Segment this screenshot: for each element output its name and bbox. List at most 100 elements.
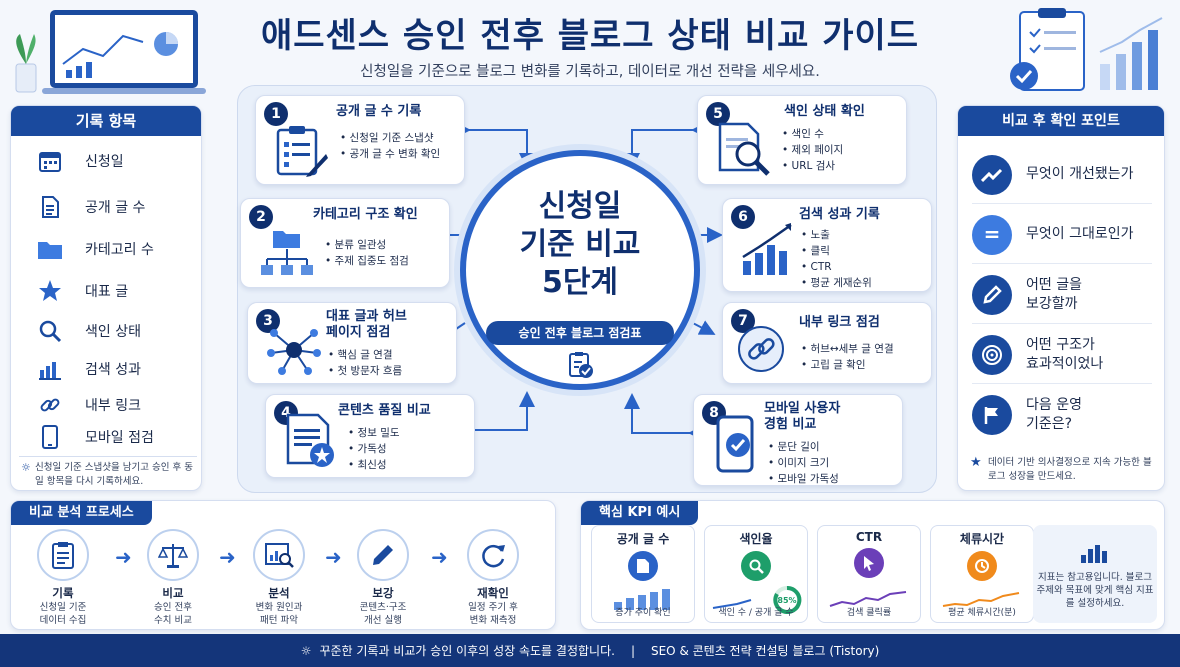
kpi-index-rate-value: 85%	[777, 596, 796, 605]
record-item-label: 공개 글 수	[85, 200, 146, 216]
arrow-right-icon: ➜	[431, 545, 448, 569]
check-point-unchanged: = 무엇이 그대로인가	[972, 206, 1152, 264]
center-hub: 신청일 기준 비교 5단계 승인 전후 블로그 점검표	[460, 150, 700, 390]
record-items-title: 기록 항목	[11, 106, 201, 136]
step-title: 콘텐츠 품질 비교	[338, 403, 431, 418]
step-card-1: 1 공개 글 수 기록 신청일 기준 스냅샷 공개 글 수 변화 확인	[255, 95, 465, 185]
process-title: 비교 분석 프로세스	[11, 501, 152, 525]
check-points-note: ★ 데이터 기반 의사결정으로 지속 가능한 블로그 성장을 만드세요.	[970, 455, 1152, 483]
record-item-internal-link: 내부 링크	[37, 392, 141, 418]
record-note: ☼ 신청일 기준 스냅샷을 남기고 승인 후 동일 항목을 다시 기록하세요.	[19, 456, 197, 489]
step-item: 모바일 가독성	[768, 471, 839, 487]
arrow-right-icon: ➜	[325, 545, 342, 569]
document-star-icon	[284, 411, 338, 475]
step-item: 클릭	[801, 243, 872, 259]
document-search-icon	[716, 120, 774, 182]
document-icon	[628, 551, 658, 581]
step-item: 분류 일관성	[325, 237, 409, 253]
star-icon: ★	[970, 455, 982, 470]
step-number: 7	[731, 309, 755, 333]
step-item: 첫 방문자 흐름	[328, 363, 403, 379]
kpi-card-index-rate: 색인율 85% 색인 수 / 공개 글 수	[704, 525, 808, 623]
footer-bar: ☼ 꾸준한 기록과 비교가 승인 이후의 성장 속도를 결정합니다. | SEO…	[0, 634, 1180, 667]
step-number: 5	[706, 102, 730, 126]
process-panel: 비교 분석 프로세스 기록 신청일 기준 데이터 수집 ➜ 비교 승인 전후 수…	[10, 500, 556, 630]
scale-icon	[147, 529, 199, 581]
step-number: 3	[256, 309, 280, 333]
checklist-illustration	[1000, 8, 1170, 96]
step-items: 색인 수 제외 페이지 URL 검사	[782, 126, 844, 174]
kpi-card-post-count: 공개 글 수 증가 추이 확인	[591, 525, 695, 623]
step-item: 색인 수	[782, 126, 843, 142]
kpi-card-dwell-time: 체류시간 평균 체류시간(분)	[930, 525, 1034, 623]
arrow-right-icon: ➜	[115, 545, 132, 569]
step-items: 분류 일관성 주제 집중도 점검	[325, 237, 409, 269]
step-item: 핵심 글 연결	[328, 347, 402, 363]
step-item: 평균 게재순위	[801, 275, 872, 291]
link-circle-icon	[737, 325, 789, 381]
trend-up-icon	[972, 154, 1012, 195]
footer-separator: |	[630, 643, 635, 658]
step-number: 2	[249, 205, 273, 229]
record-item-post-count: 공개 글 수	[37, 194, 145, 220]
step-title: 색인 상태 확인	[784, 104, 865, 119]
record-item-label: 검색 성과	[85, 362, 141, 378]
step-card-2: 2 카테고리 구조 확인 분류 일관성 주제 집중도 점검	[240, 198, 450, 288]
record-item-search-performance: 검색 성과	[37, 356, 141, 382]
step-item: 노출	[801, 227, 872, 243]
link-icon	[37, 392, 63, 418]
step-items: 허브↔세부 글 연결 고립 글 확인	[801, 341, 894, 373]
step-item: 신청일 기준 스냅샷	[340, 130, 440, 146]
mobile-icon	[37, 424, 63, 450]
hub-network-icon	[266, 325, 322, 379]
step-item: 허브↔세부 글 연결	[801, 341, 894, 357]
step-item: 제외 페이지	[782, 142, 844, 158]
step-card-4: 4 콘텐츠 품질 비교 정보 밀도 가독성 최신성	[265, 394, 475, 478]
step-items: 문단 길이 이미지 크기 모바일 가독성	[768, 439, 839, 487]
step-item: 주제 집중도 점검	[325, 253, 409, 269]
analysis-icon	[253, 529, 305, 581]
process-step-analyze: 분석 변화 원인과 패턴 파악	[237, 529, 321, 627]
lightbulb-icon: ☼	[21, 461, 31, 474]
target-icon	[972, 334, 1012, 375]
footer-message: 꾸준한 기록과 비교가 승인 이후의 성장 속도를 결정합니다.	[319, 644, 615, 658]
pencil-icon	[972, 274, 1012, 315]
process-step-compare: 비교 승인 전후 수치 비교	[131, 529, 215, 627]
step-item: 공개 글 수 변화 확인	[340, 146, 441, 162]
kpi-note: 지표는 참고용입니다. 블로그 주제와 목표에 맞게 핵심 지표를 설정하세요.	[1033, 525, 1157, 623]
clipboard-check-icon	[566, 351, 594, 383]
step-title: 공개 글 수 기록	[336, 104, 422, 119]
bar-chart-icon	[37, 356, 63, 382]
record-item-label: 카테고리 수	[85, 242, 154, 258]
star-icon	[37, 278, 63, 304]
record-item-label: 신청일	[85, 154, 124, 170]
arrow-right-icon: ➜	[219, 545, 236, 569]
step-title: 카테고리 구조 확인	[313, 207, 418, 222]
refresh-icon	[467, 529, 519, 581]
record-item-index-status: 색인 상태	[37, 318, 141, 344]
record-item-category-count: 카테고리 수	[37, 236, 154, 262]
step-card-7: 7 내부 링크 점검 허브↔세부 글 연결 고립 글 확인	[722, 302, 932, 384]
search-icon	[741, 551, 771, 581]
lightbulb-icon: ☼	[300, 643, 312, 658]
record-item-label: 내부 링크	[85, 398, 141, 414]
record-item-featured-post: 대표 글	[37, 278, 128, 304]
record-item-label: 모바일 점검	[85, 430, 154, 446]
bar-chart-icon	[1081, 545, 1107, 563]
step-items: 핵심 글 연결 첫 방문자 흐름	[328, 347, 403, 379]
step-title: 검색 성과 기록	[799, 207, 880, 222]
pencil-icon	[357, 529, 409, 581]
process-step-record: 기록 신청일 기준 데이터 수집	[21, 529, 105, 627]
clipboard-edit-icon	[274, 126, 328, 182]
process-step-reinforce: 보강 콘텐츠·구조 개선 실행	[341, 529, 425, 627]
growth-chart-icon	[741, 221, 797, 283]
record-item-mobile-check: 모바일 점검	[37, 424, 154, 450]
kpi-mini-line	[829, 591, 907, 607]
step-item: 정보 밀도	[348, 425, 400, 441]
record-item-label: 대표 글	[85, 284, 129, 300]
clock-icon	[967, 551, 997, 581]
